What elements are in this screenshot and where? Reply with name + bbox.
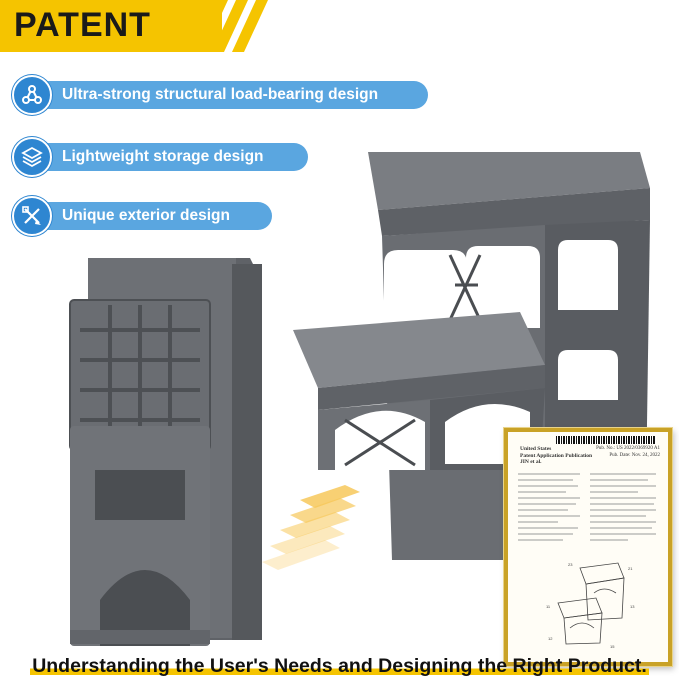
svg-text:21: 21 (628, 566, 633, 571)
patent-banner-text: PATENT (14, 6, 151, 44)
feature-pill (26, 143, 308, 171)
patent-header-left: United States Patent Application Publica… (520, 446, 593, 465)
feature-load-bearing: Ultra-strong structural load-bearing des… (12, 75, 428, 115)
banner-stripes (212, 0, 268, 52)
design-tools-icon (12, 196, 52, 236)
svg-text:11: 11 (546, 604, 551, 609)
feature-storage: Lightweight storage design (12, 137, 308, 177)
svg-text:12: 12 (548, 636, 553, 641)
light-beam-icon (262, 485, 360, 570)
load-structure-icon (12, 75, 52, 115)
feature-exterior: Unique exterior design (12, 196, 272, 236)
svg-text:15: 15 (610, 644, 615, 649)
patent-document: United States Patent Application Publica… (504, 428, 672, 666)
barcode (556, 436, 656, 444)
svg-text:23: 23 (568, 562, 573, 567)
footer-tagline: Understanding the User's Needs and Desig… (0, 655, 679, 678)
svg-text:13: 13 (630, 604, 635, 609)
storage-cube-icon (12, 137, 52, 177)
footer-tagline-text: Understanding the User's Needs and Desig… (30, 655, 649, 677)
feature-pill (26, 202, 272, 230)
feature-label: Ultra-strong structural load-bearing des… (62, 86, 379, 103)
patent-header-right: Pub. No.: US 2022/0369920 A1 Pub. Date: … (596, 446, 660, 458)
feature-pill (26, 81, 428, 109)
patent-body-text: 23 21 11 13 12 15 (518, 473, 656, 649)
feature-label: Unique exterior design (62, 207, 230, 224)
feature-label: Lightweight storage design (62, 148, 264, 165)
folded-stool (69, 258, 262, 646)
